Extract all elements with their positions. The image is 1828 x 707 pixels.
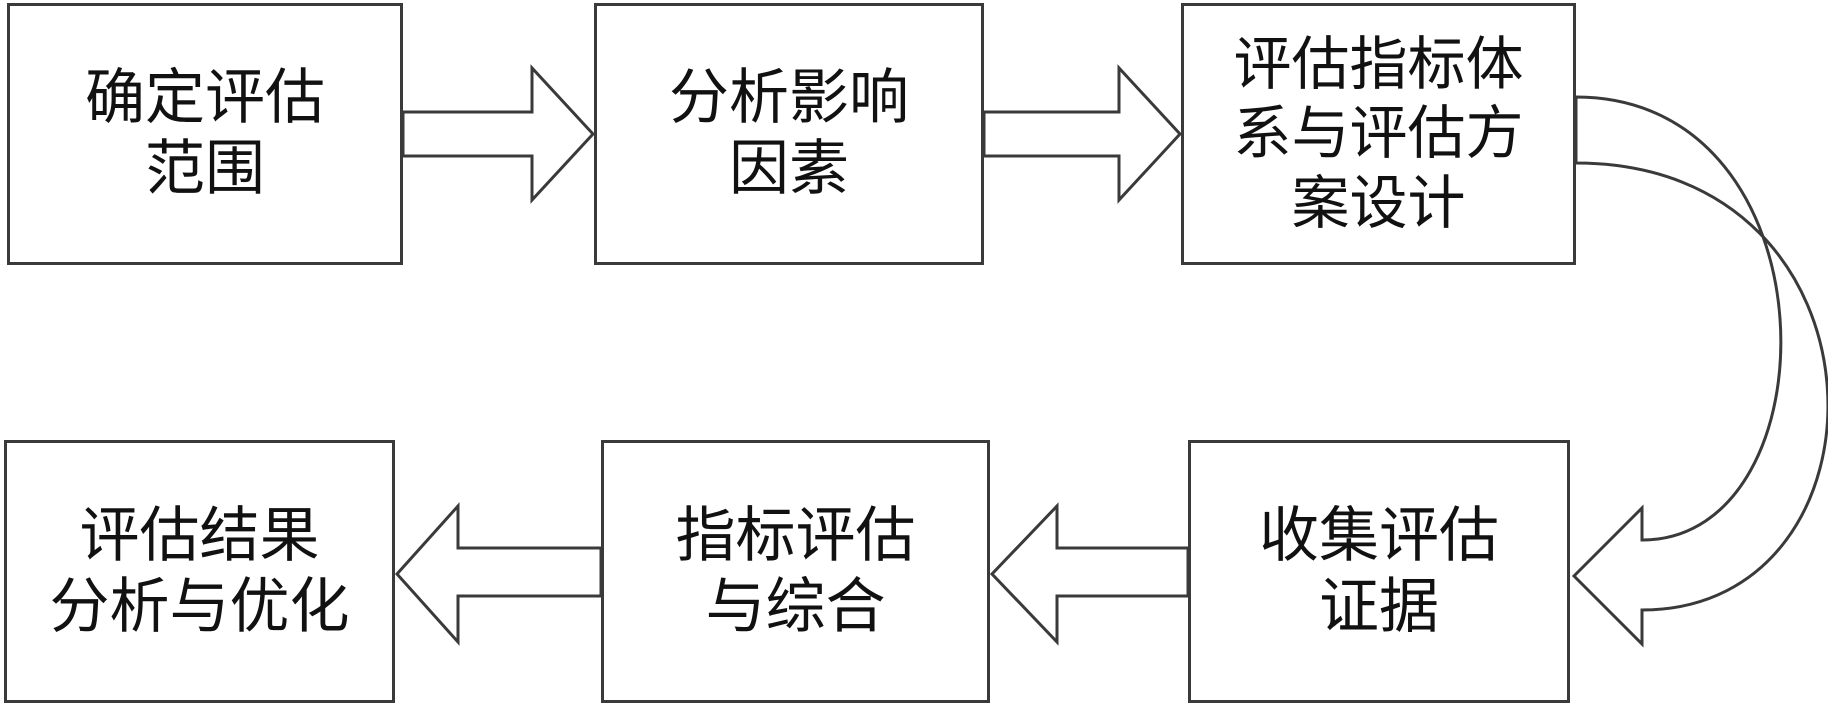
arrow-evidence-to-synthesis	[989, 502, 1190, 646]
step-label: 评估指标体 系与评估方 案设计	[1233, 29, 1524, 237]
step-index-system-design: 评估指标体 系与评估方 案设计	[1181, 3, 1576, 265]
arrow-factors-to-design	[982, 64, 1183, 204]
step-label: 指标评估 与综合	[675, 500, 916, 642]
step-label: 分析影响 因素	[669, 63, 909, 204]
step-analyze-factors: 分析影响 因素	[594, 3, 984, 265]
step-label: 确定评估 范围	[85, 63, 325, 204]
arrow-scope-to-factors	[401, 64, 596, 204]
step-label: 评估结果 分析与优化	[49, 500, 350, 642]
step-collect-evidence: 收集评估 证据	[1188, 440, 1570, 703]
arrow-synthesis-to-analysis	[394, 502, 603, 646]
step-label: 收集评估 证据	[1259, 500, 1499, 642]
step-determine-scope: 确定评估 范围	[7, 3, 403, 265]
arrow-design-to-evidence	[1571, 95, 1828, 648]
step-result-analysis: 评估结果 分析与优化	[4, 440, 395, 703]
step-index-synthesis: 指标评估 与综合	[601, 440, 990, 703]
